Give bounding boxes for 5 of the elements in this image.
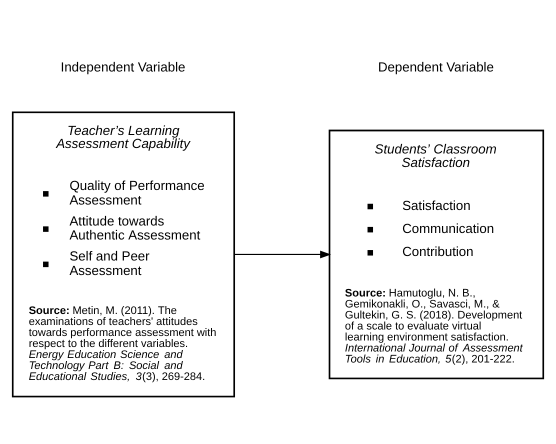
node-box: Students’ Classroom Satisfaction Satisfaction Communication Contribution Source: Hamutoglu, N. B., Gemikonakli, O., Savasci, M., & Gultekin, G. S. (2018). Development of a scale to evaluate virtual learning environment satisfaction. International Journal of Assessment Tools in Education, 5(2), 201-222. xyxy=(328,129,544,379)
node-box: Teacher’s Learning Assessment Capability Quality of Performance Assessment Attitude towards Authentic Assessment Self and Peer Assessment Source: Metin, M. (2011). The examinations of teachers' attitudes towards performance assessment with respect to the different variables. Energy Education Science and Technology Part B: Social and Educational Studies, 3(3), 269-284. xyxy=(12,110,236,397)
arrow xyxy=(234,250,332,258)
label: Dependent Variable xyxy=(378,59,494,74)
label: Independent Variable xyxy=(60,59,186,74)
